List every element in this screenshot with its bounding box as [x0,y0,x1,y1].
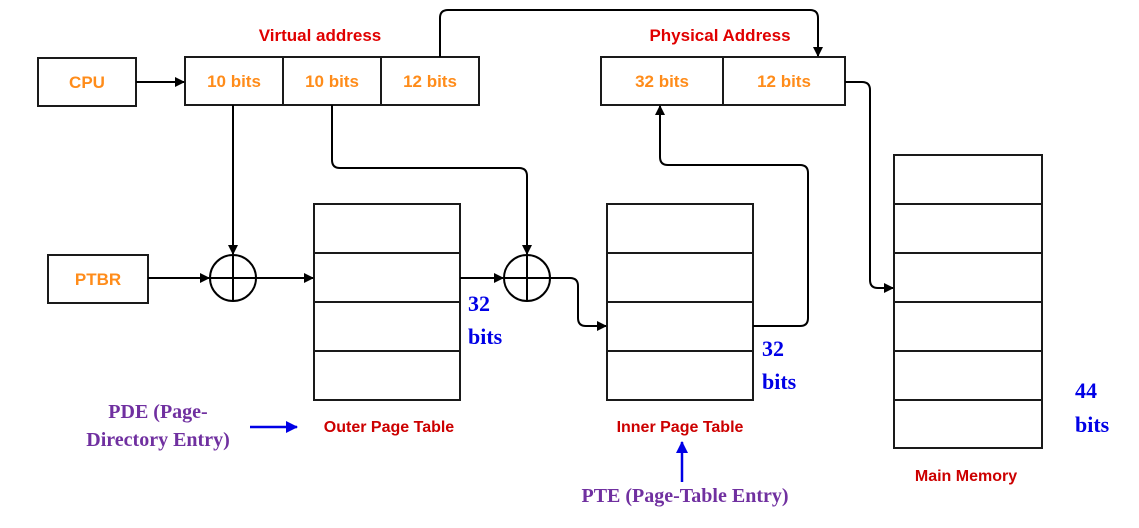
pa-field-frame: 32 bits [635,72,689,91]
arrow-offset-to-pa [439,9,823,57]
arrow-adder2-to-inner [550,277,607,331]
adder-2 [503,254,551,302]
virtual-address-register: 10 bits 10 bits 12 bits [184,56,480,106]
inner-page-table-label: Inner Page Table [617,419,744,436]
ptbr-box: PTBR [47,254,149,304]
main-memory-label: Main Memory [915,468,1017,485]
main-memory-size-number: 44 [1075,378,1097,403]
va-field-page-directory-index: 10 bits [207,72,261,91]
adder-1 [209,254,257,302]
va-field-offset: 12 bits [403,72,457,91]
main-memory-size-unit: bits [1075,412,1110,437]
inner-entry-bits-number: 32 [762,336,784,361]
outer-entry-bits-unit: bits [468,324,503,349]
pa-field-offset: 12 bits [757,72,811,91]
outer-page-table-label: Outer Page Table [324,419,455,436]
cpu-label: CPU [69,73,105,92]
pde-label-line1: PDE (Page- [108,401,207,423]
pte-label: PTE (Page-Table Entry) [581,485,788,507]
main-memory [893,154,1043,449]
physical-address-title: Physical Address [649,26,790,45]
virtual-address-title: Virtual address [259,26,382,45]
ptbr-label: PTBR [75,270,121,289]
outer-entry-bits-number: 32 [468,291,490,316]
va-field-page-table-index: 10 bits [305,72,359,91]
outer-page-table [313,203,461,401]
pde-label-line2: Directory Entry) [86,429,229,451]
arrow-inner-to-frame [655,105,809,327]
cpu-box: CPU [37,57,137,107]
arrow-pa-to-memory [845,81,894,293]
inner-entry-bits-unit: bits [762,369,797,394]
arrow-va2-to-adder2 [331,105,532,255]
physical-address-register: 32 bits 12 bits [600,56,846,106]
inner-page-table [606,203,754,401]
